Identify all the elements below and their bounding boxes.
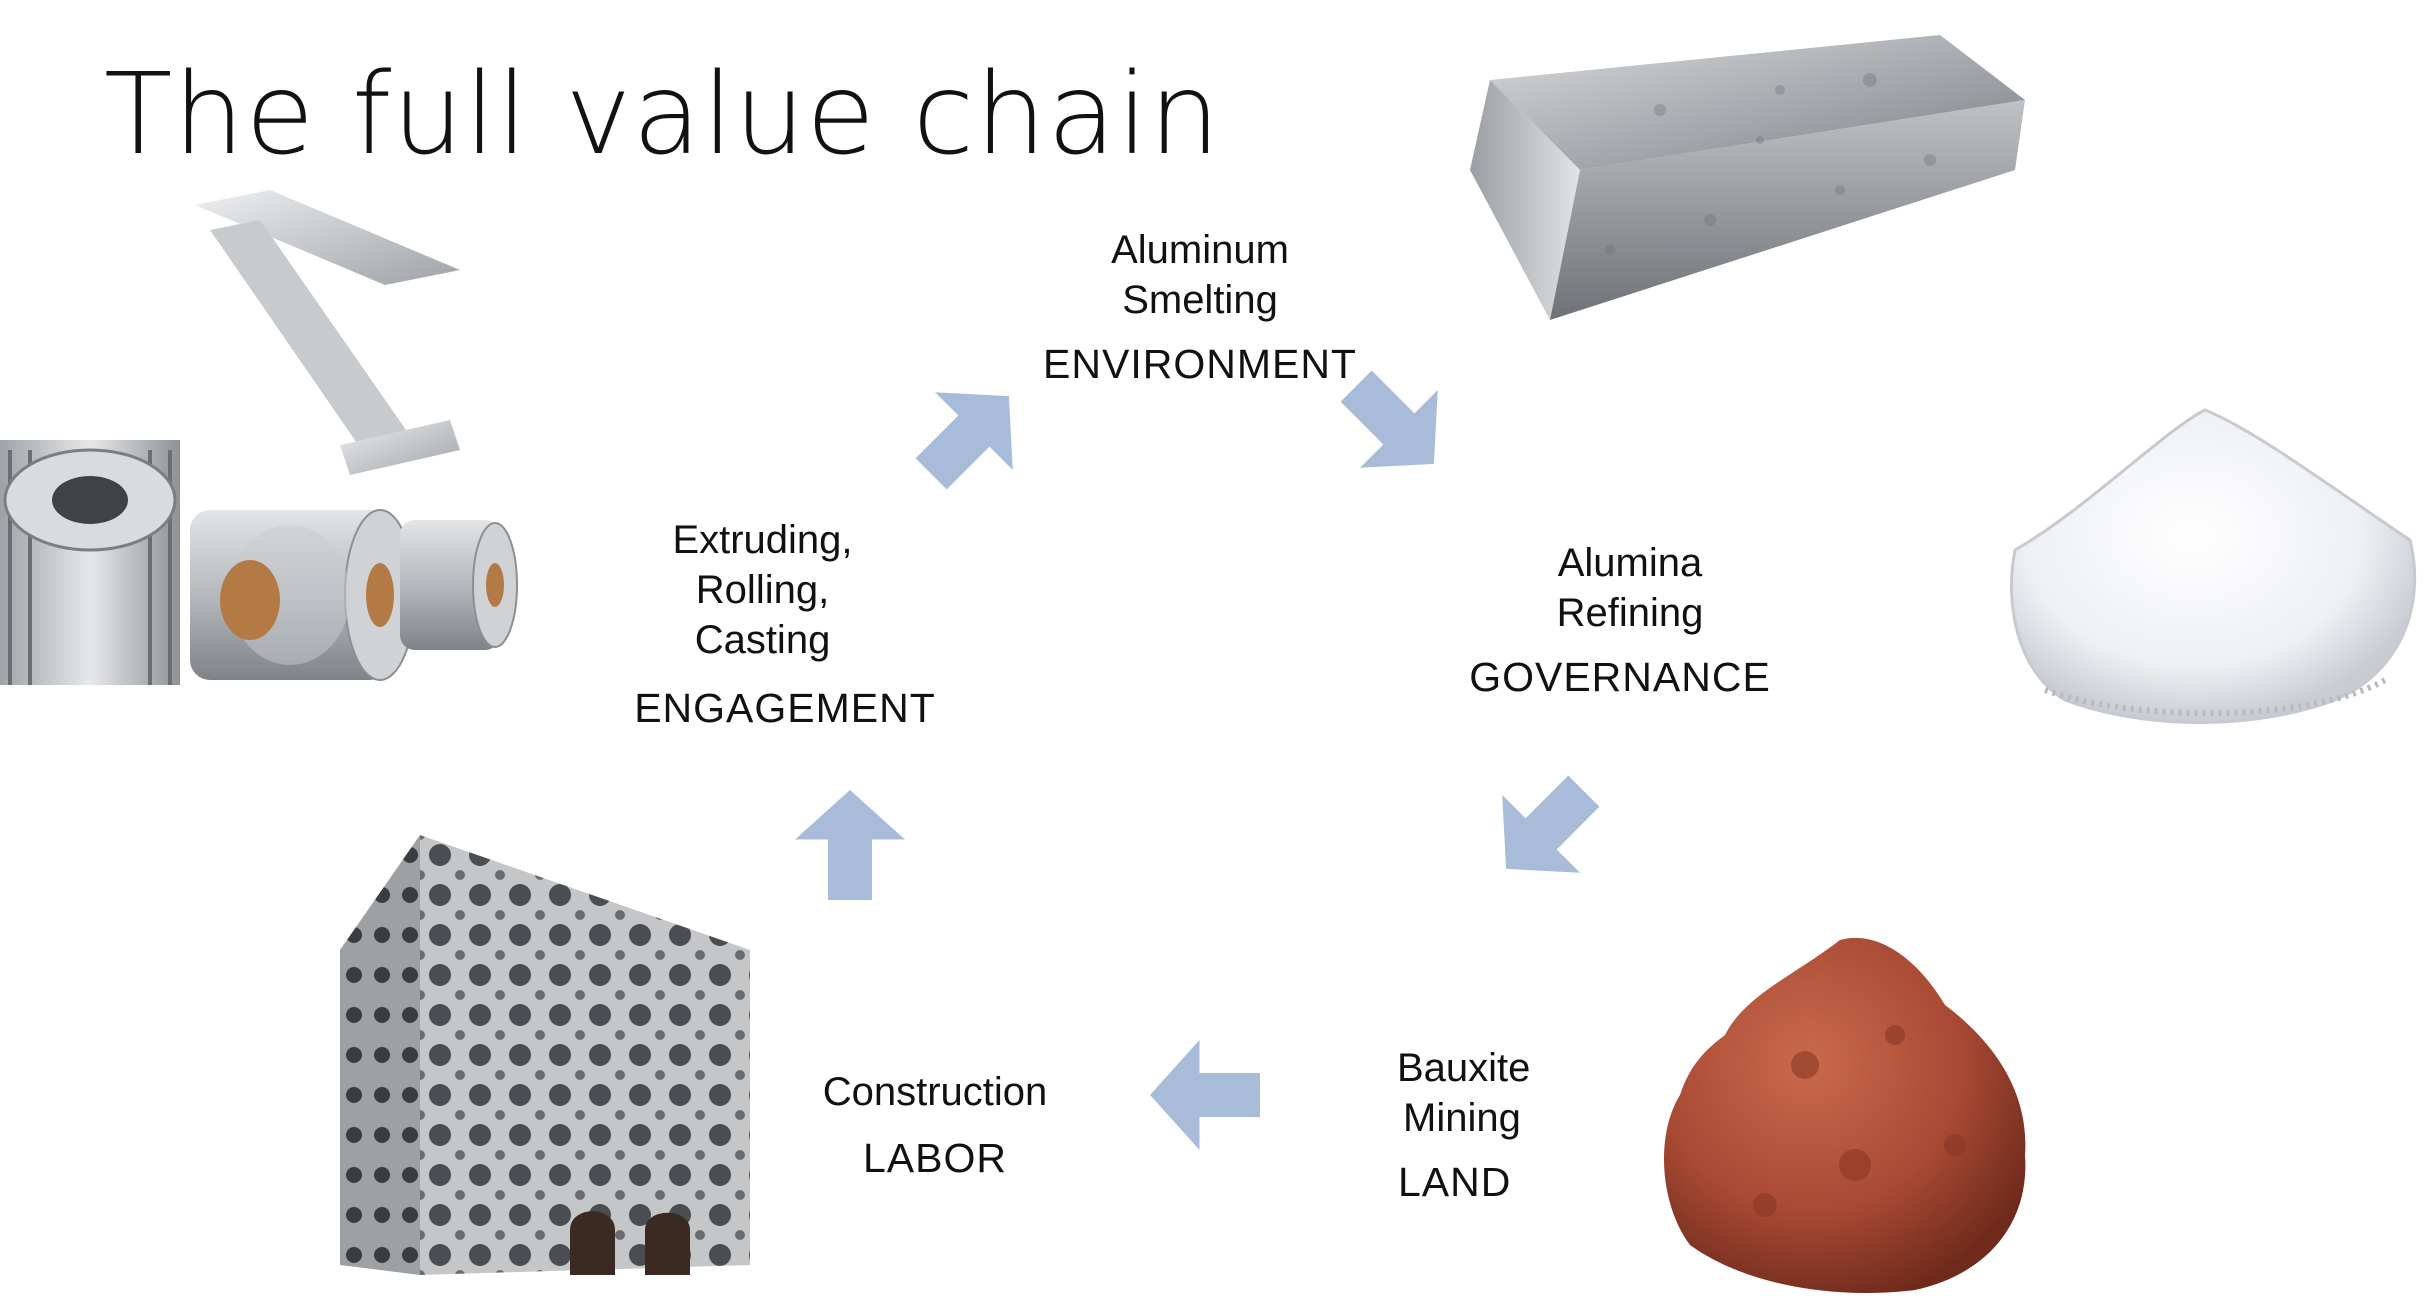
stage-line: Aluminum <box>1111 228 1289 272</box>
stage-line: Alumina <box>1557 541 1703 585</box>
stage-bauxite-mining: Bauxite Mining LAND <box>1370 1043 1570 1207</box>
arrow-refining-to-mining-icon <box>1467 752 1623 908</box>
stage-line: Extruding, <box>672 518 853 562</box>
stage-construction: Construction LABOR <box>790 1067 1080 1183</box>
arrow-mining-to-construction-icon <box>1150 1040 1260 1150</box>
theme-governance: GOVERNANCE <box>1469 654 1771 700</box>
stage-line: Casting <box>694 618 831 662</box>
page-title: The full value chain <box>104 50 1221 180</box>
perforated-building-image <box>340 835 750 1275</box>
stage-line: Rolling, <box>695 568 830 612</box>
stage-line: Construction <box>822 1070 1048 1114</box>
stage-line: Bauxite <box>1397 1046 1531 1090</box>
arrow-extruding-to-smelting-icon <box>892 357 1048 513</box>
arrow-construction-to-extruding-icon <box>795 790 905 900</box>
alumina-powder-image <box>2005 400 2425 740</box>
stage-extruding: Extruding, Rolling, Casting ENGAGEMENT <box>620 515 950 733</box>
arrow-smelting-to-refining-icon <box>1317 347 1473 503</box>
aluminum-ingot-image <box>1460 20 2040 340</box>
stage-alumina-refining: Alumina Refining GOVERNANCE <box>1440 538 1800 702</box>
stage-aluminum-smelting: Aluminum Smelting ENVIRONMENT <box>1020 225 1380 389</box>
stage-line: Refining <box>1556 591 1704 635</box>
theme-environment: ENVIRONMENT <box>1043 341 1357 387</box>
stage-line: Smelting <box>1122 278 1278 322</box>
theme-land: LAND <box>1398 1159 1512 1205</box>
aluminum-products-image <box>0 190 545 690</box>
theme-labor: LABOR <box>863 1135 1007 1181</box>
bauxite-rock-image <box>1655 915 2040 1300</box>
theme-engagement: ENGAGEMENT <box>634 685 936 731</box>
stage-line: Mining <box>1403 1096 1521 1140</box>
